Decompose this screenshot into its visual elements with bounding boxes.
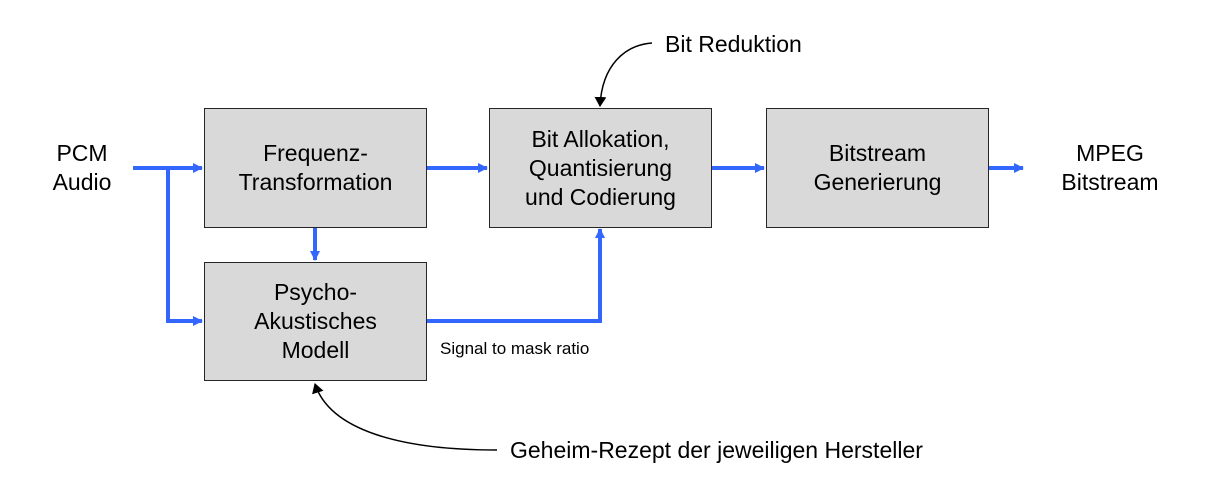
block-label: Generierung (813, 169, 942, 195)
block-label: Psycho- (273, 279, 358, 305)
arrow-bit-reduktion (594, 42, 653, 107)
annotation-geheim-rezept: Geheim-Rezept der jeweiligen Hersteller (510, 437, 923, 463)
input-label-line: PCM (56, 140, 108, 166)
block-label: Akustisches (254, 308, 377, 334)
block-label: Quantisierung (528, 154, 673, 181)
block-frequenz-transformation[interactable]: Frequenz- Transformation (204, 108, 427, 228)
block-label: Frequenz- (263, 140, 368, 166)
block-label: Transformation (238, 169, 393, 195)
output-label-line: Bitstream (1061, 169, 1159, 195)
arrow-psycho-to-bitalloc (427, 228, 605, 323)
output-label-mpeg-bitstream: MPEG Bitstream (1040, 139, 1180, 197)
annotation-signal-to-mask-ratio: Signal to mask ratio (440, 339, 590, 358)
block-bit-allokation[interactable]: Bit Allokation, Quantisierung und Codier… (489, 108, 712, 228)
block-label: Bitstream (828, 140, 927, 166)
input-label-line: Audio (52, 169, 112, 195)
block-bitstream-generierung[interactable]: Bitstream Generierung (766, 108, 989, 228)
block-label: und Codierung (525, 183, 676, 210)
output-label-line: MPEG (1076, 140, 1144, 166)
annotation-bit-reduktion: Bit Reduktion (665, 31, 802, 57)
arrow-input-to-psycho (166, 168, 203, 326)
block-psycho-akustisches-modell[interactable]: Psycho- Akustisches Modell (204, 262, 427, 381)
block-label: Bit Allokation, (531, 125, 670, 152)
input-label-pcm-audio: PCM Audio (36, 139, 128, 197)
block-label: Modell (281, 337, 350, 363)
arrow-geheim-rezept (312, 383, 498, 451)
